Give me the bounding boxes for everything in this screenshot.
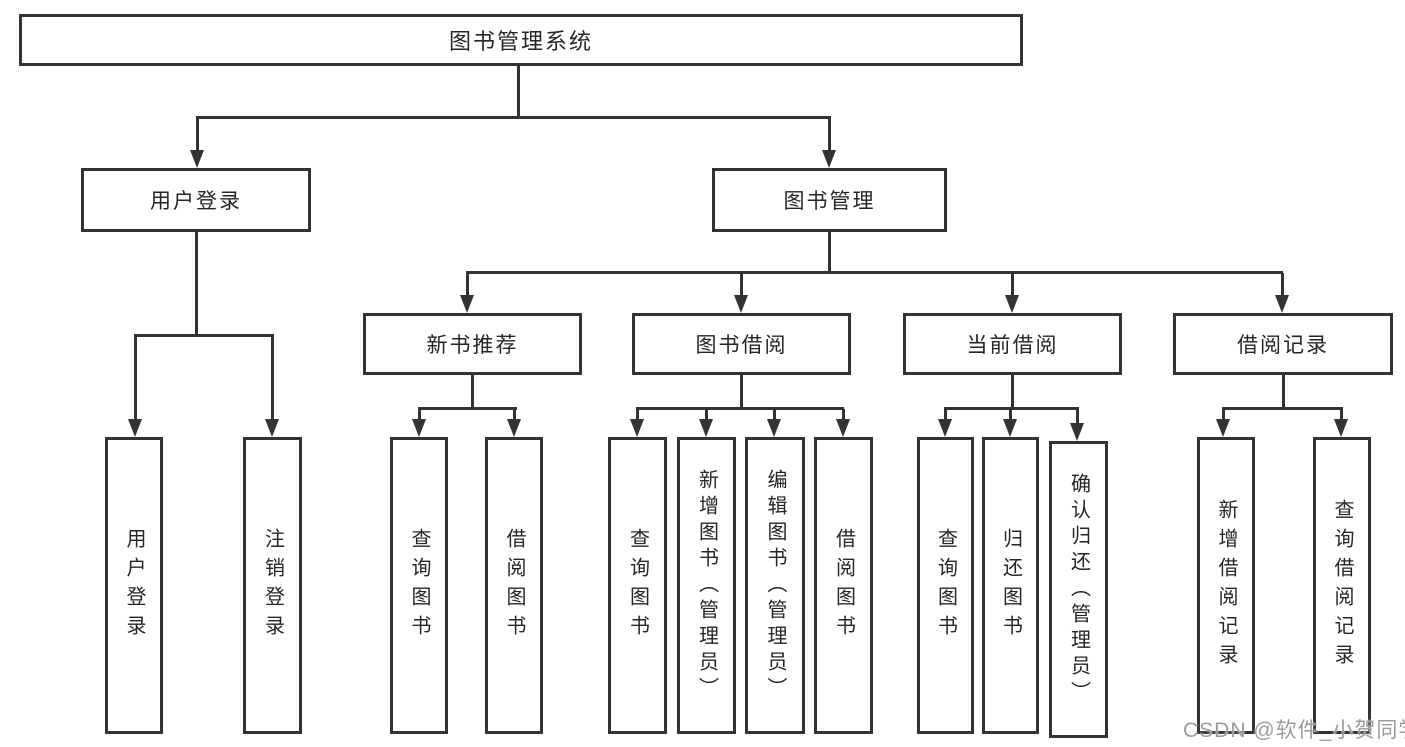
connector-line bbox=[418, 409, 421, 423]
watermark: CSDN @软件_小贺同学 bbox=[1183, 719, 1405, 742]
connector-line bbox=[1222, 409, 1225, 423]
arrow-down-icon bbox=[1005, 295, 1019, 313]
node-library-management-system: 图书管理系统 bbox=[19, 14, 1023, 66]
arrow-down-icon bbox=[630, 419, 644, 437]
connector-line bbox=[271, 336, 274, 423]
arrow-down-icon bbox=[767, 419, 781, 437]
arrow-down-icon bbox=[836, 419, 850, 437]
arrow-down-icon bbox=[1334, 419, 1348, 437]
connector-line bbox=[1222, 407, 1343, 410]
node-label: 新书推荐 bbox=[426, 334, 519, 357]
connector-line bbox=[828, 232, 831, 274]
node-new-book-recommend: 新书推荐 bbox=[363, 313, 582, 375]
arrow-down-icon bbox=[734, 295, 748, 313]
leaf-add-borrow-record: 新增借阅记录 bbox=[1197, 437, 1255, 734]
leaf-edit-book-admin: 编辑图书（管理员） bbox=[745, 437, 805, 734]
node-borrow-record: 借阅记录 bbox=[1173, 313, 1393, 375]
node-label: 归还图书 bbox=[999, 527, 1022, 644]
node-label: 确认归还（管理员） bbox=[1067, 472, 1090, 707]
arrow-down-icon bbox=[822, 150, 836, 168]
arrow-down-icon bbox=[1003, 419, 1017, 437]
leaf-user-login: 用户登录 bbox=[105, 437, 163, 734]
connector-line bbox=[636, 409, 639, 423]
connector-line bbox=[196, 116, 831, 119]
connector-line bbox=[1340, 409, 1343, 423]
connector-line bbox=[418, 407, 517, 410]
arrow-down-icon bbox=[190, 150, 204, 168]
connector-line bbox=[1281, 273, 1284, 299]
node-label: 图书管理系统 bbox=[448, 29, 593, 54]
leaf-add-book-admin: 新增图书（管理员） bbox=[677, 437, 736, 734]
leaf-confirm-return-admin: 确认归还（管理员） bbox=[1049, 441, 1108, 738]
connector-line bbox=[513, 409, 516, 423]
arrow-down-icon bbox=[128, 419, 142, 437]
node-label: 新增图书（管理员） bbox=[695, 468, 718, 703]
connector-line bbox=[195, 232, 198, 337]
node-label: 用户登录 bbox=[123, 527, 145, 644]
connector-line bbox=[134, 334, 274, 337]
leaf-query-book-3: 查询图书 bbox=[917, 437, 974, 734]
connector-line bbox=[773, 409, 776, 423]
arrow-down-icon bbox=[1070, 423, 1084, 441]
arrow-down-icon bbox=[938, 419, 952, 437]
connector-line bbox=[842, 409, 845, 423]
node-label: 图书借阅 bbox=[695, 334, 788, 357]
node-book-management: 图书管理 bbox=[712, 168, 947, 232]
connector-line bbox=[740, 375, 743, 410]
connector-line bbox=[944, 407, 1079, 410]
node-label: 编辑图书（管理员） bbox=[764, 468, 786, 703]
connector-line bbox=[466, 271, 1283, 274]
connector-line bbox=[705, 409, 708, 423]
node-label: 借阅记录 bbox=[1237, 334, 1329, 357]
connector-line bbox=[828, 118, 831, 154]
connector-line bbox=[471, 375, 474, 410]
leaf-query-borrow-record: 查询借阅记录 bbox=[1313, 437, 1371, 734]
connector-line bbox=[196, 118, 199, 154]
leaf-borrow-book-2: 借阅图书 bbox=[814, 437, 873, 734]
node-label: 借阅图书 bbox=[503, 527, 525, 644]
arrow-down-icon bbox=[1216, 419, 1230, 437]
node-label: 查询借阅记录 bbox=[1331, 498, 1353, 673]
connector-line bbox=[740, 273, 743, 299]
arrow-down-icon bbox=[507, 419, 521, 437]
node-label: 查询图书 bbox=[626, 527, 649, 644]
leaf-query-book-2: 查询图书 bbox=[608, 437, 667, 734]
connector-line bbox=[466, 273, 469, 299]
node-label: 查询图书 bbox=[934, 527, 957, 644]
connector-line bbox=[1282, 375, 1285, 410]
connector-line bbox=[1009, 409, 1012, 423]
node-label: 图书管理 bbox=[783, 190, 876, 213]
connector-line bbox=[517, 66, 520, 119]
arrow-down-icon bbox=[412, 419, 426, 437]
node-label: 新增借阅记录 bbox=[1215, 498, 1237, 673]
arrow-down-icon bbox=[699, 419, 713, 437]
connector-line bbox=[134, 336, 137, 423]
leaf-return-book: 归还图书 bbox=[982, 437, 1039, 734]
node-label: 用户登录 bbox=[150, 190, 242, 213]
node-label: 查询图书 bbox=[408, 527, 430, 644]
connector-line bbox=[1011, 375, 1014, 410]
leaf-query-book-1: 查询图书 bbox=[390, 437, 448, 734]
node-label: 注销登录 bbox=[261, 527, 284, 644]
node-user-login: 用户登录 bbox=[81, 168, 311, 232]
leaf-borrow-book-1: 借阅图书 bbox=[485, 437, 543, 734]
connector-line bbox=[944, 409, 947, 423]
node-label: 当前借阅 bbox=[966, 334, 1059, 357]
arrow-down-icon bbox=[265, 419, 279, 437]
node-book-borrow: 图书借阅 bbox=[632, 313, 851, 375]
connector-line bbox=[1011, 273, 1014, 299]
leaf-logout: 注销登录 bbox=[243, 437, 302, 734]
arrow-down-icon bbox=[460, 295, 474, 313]
node-current-borrow: 当前借阅 bbox=[903, 313, 1122, 375]
node-label: 借阅图书 bbox=[832, 527, 855, 644]
connector-line bbox=[636, 407, 844, 410]
connector-line bbox=[1076, 409, 1079, 427]
arrow-down-icon bbox=[1275, 295, 1289, 313]
